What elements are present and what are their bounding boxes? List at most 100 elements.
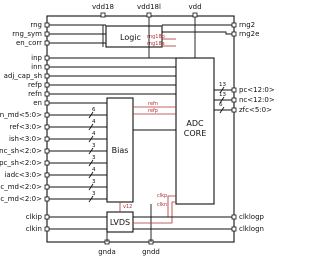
bus-width-pc: 13 (219, 82, 226, 88)
net-rng18a-label: rng18a (147, 41, 165, 47)
pin-adj-cap-sh-marker (44, 73, 50, 79)
pin-ref-label: ref<3:0> (10, 123, 43, 131)
net-clkn-label: clkn (157, 202, 167, 208)
pin-refn-label: refn (28, 90, 42, 98)
bus-slash-adj-nc-md (88, 183, 94, 191)
pin-refn-marker (44, 91, 50, 97)
bus-slash-nc (219, 96, 225, 104)
adc-core-label-line2: CORE (184, 129, 207, 138)
pin-clklogn-marker (231, 226, 237, 232)
pin-inp-marker (44, 55, 50, 61)
bus-width-ish: 4 (92, 131, 96, 137)
bias-input-wires (49, 102, 107, 200)
pin-refp-marker (44, 82, 50, 88)
pin-en-md-marker (44, 112, 50, 118)
bus-slash-adj-nc-sh (88, 147, 94, 155)
pin-zfc-label: zfc<5:0> (239, 106, 272, 114)
logic-block-label: Logic (120, 33, 141, 42)
pin-zfc-marker (231, 107, 237, 113)
pin-vdd-marker (192, 12, 198, 18)
pin-en-corr-marker (44, 40, 50, 46)
bus-width-nc: 13 (219, 92, 226, 98)
pin-clklogp-marker (231, 214, 237, 220)
pin-inn-marker (44, 64, 50, 70)
pin-refp-label: refp (28, 81, 42, 89)
adc-input-wires (49, 17, 196, 95)
pin-rng-label: rng (30, 21, 42, 29)
bus-slash-pc (219, 86, 225, 94)
adc-core-label-line1: ADC (186, 119, 204, 128)
pin-rng-sym-marker (44, 31, 50, 37)
pin-vdd18-label: vdd18 (92, 3, 114, 11)
pin-adj-pc-md-marker (44, 196, 50, 202)
pin-adj-nc-md-label: adj_nc_md<2:0> (0, 183, 42, 191)
bias-block-label: Bias (112, 146, 129, 155)
pin-vdd18-marker (100, 12, 106, 18)
pin-ish-label: ish<3:0> (9, 135, 42, 143)
pin-adj-nc-sh-marker (44, 148, 50, 154)
bus-slash-ish (88, 135, 94, 143)
bias-to-adc-nets: refn refp (133, 101, 176, 131)
bus-width-adj-nc-md: 3 (92, 179, 96, 185)
pin-vdd18l-marker (146, 12, 152, 18)
pin-iadc-marker (44, 172, 50, 178)
diagram-canvas: vdd18 vdd18l vdd gnda gndd Logic Bias AD… (0, 3, 275, 256)
pin-rng2-label: rng2 (239, 21, 255, 29)
pin-en-marker (44, 100, 50, 106)
pin-rng2e-marker (231, 31, 237, 37)
pin-adj-pc-sh-label: adj_pc_sh<2:0> (0, 159, 42, 167)
pin-clklogn-label: clklogn (239, 225, 264, 233)
adc-output-wires: 13 13 6 (214, 82, 234, 114)
pin-en-label: en (33, 99, 42, 107)
pin-clklogp-label: clklogp (239, 213, 265, 221)
block-diagram: vdd18 vdd18l vdd gnda gndd Logic Bias AD… (0, 3, 275, 256)
bus-slash-adj-pc-md (88, 195, 94, 203)
bias-block (106, 97, 134, 203)
bus-slash-zfc (219, 106, 225, 114)
pin-inn-label: inn (31, 63, 42, 71)
net-refp-label: refp (148, 108, 158, 114)
net-refn-label: refn (148, 101, 158, 107)
pin-adj-nc-md-marker (44, 184, 50, 190)
pin-vdd18l-label: vdd18l (137, 3, 161, 11)
pin-inp-label: inp (31, 54, 42, 62)
bus-slash-iadc (88, 171, 94, 179)
pin-clkip-marker (44, 214, 50, 220)
bus-width-en-md: 6 (92, 107, 96, 113)
pin-adj-nc-sh-label: adj_nc_sh<2:0> (0, 147, 42, 155)
bias-bus-markers: 6 4 4 3 3 4 3 3 (88, 107, 96, 203)
net-clkp-label: clkp (157, 193, 167, 199)
pin-ref-marker (44, 124, 50, 130)
pin-rng-sym-label: rng_sym (12, 30, 42, 38)
wire-rng2e (162, 31, 234, 35)
adc-core-block (175, 57, 215, 205)
pin-iadc-label: iadc<3:0> (4, 171, 42, 179)
lvds-block-label: LVDS (110, 218, 130, 227)
net-clkn-wire (133, 201, 176, 224)
logic-block (105, 25, 163, 48)
bus-width-adj-pc-sh: 3 (92, 155, 96, 161)
pin-adj-pc-md-label: adj_pc_md<2:0> (0, 195, 42, 203)
pin-rng2e-label: rng2e (239, 30, 259, 38)
pin-pc-marker (231, 87, 237, 93)
pin-clkip-label: clkip (26, 213, 43, 221)
bus-width-iadc: 4 (92, 167, 96, 173)
top-pins: vdd18 vdd18l vdd (92, 3, 202, 18)
pin-nc-label: nc<12:0> (239, 96, 275, 104)
pin-en-md-label: en_md<5:0> (0, 111, 42, 119)
pin-adj-pc-sh-marker (44, 160, 50, 166)
pin-vdd-label: vdd (188, 3, 201, 11)
pin-ish-marker (44, 136, 50, 142)
bus-width-zfc: 6 (219, 102, 223, 108)
bus-width-ref: 4 (92, 119, 96, 125)
pin-pc-label: pc<12:0> (239, 86, 275, 94)
bias-to-lvds-net: v12 (119, 202, 132, 212)
bus-width-adj-nc-sh: 3 (92, 143, 96, 149)
right-pins: rng2 rng2e pc<12:0> nc<12:0> zfc<5:0> cl… (231, 21, 275, 233)
pin-rng2-marker (231, 22, 237, 28)
pin-clkin-marker (44, 226, 50, 232)
pin-clkin-label: clkin (26, 225, 42, 233)
logic-to-adc-nets: rng18b rng18a (147, 34, 176, 47)
bus-width-adj-pc-md: 3 (92, 191, 96, 197)
lvds-output-wires (133, 216, 234, 230)
